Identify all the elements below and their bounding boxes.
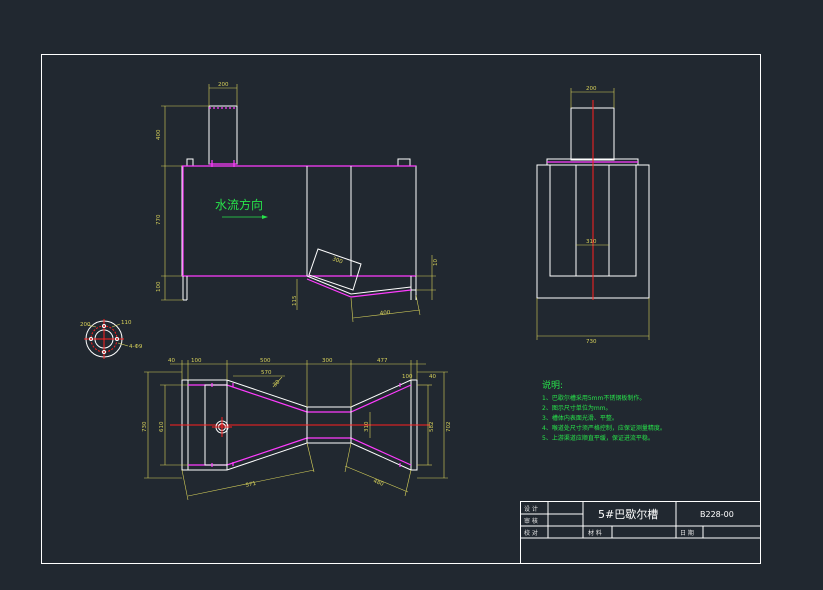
dim-front-right-small: 10 <box>433 259 439 266</box>
drawing-code: B228-00 <box>700 510 734 519</box>
dim-plan-left-a: 40 <box>168 358 175 364</box>
notes-title: 说明: <box>542 379 563 391</box>
dim-flange-d2: 110 <box>121 320 132 326</box>
dim-front-top-height: 400 <box>156 129 162 140</box>
dim-plan-bottom-left: 571 <box>245 481 257 489</box>
flange-detail-view: 200 110 4-Φ9 <box>80 319 143 359</box>
front-main-body <box>181 165 417 277</box>
dim-plan-seg3: 477 <box>377 358 388 364</box>
dim-plan-seg2: 300 <box>322 358 333 364</box>
dim-front-body-height: 770 <box>156 214 162 225</box>
dim-plan-left-inner: 610 <box>159 421 165 432</box>
date-label: 日 期 <box>680 529 694 537</box>
sheet-border <box>41 54 761 564</box>
dim-plan-right-b: 40 <box>429 374 436 380</box>
flow-arrow-icon <box>262 215 268 219</box>
notes-block: 说明: 1、巴歇尔槽采用5mm不锈钢板制作。 2、图示尺寸单位为mm。 3、槽体… <box>542 379 666 442</box>
dim-plan-right-inner: 582 <box>429 422 435 433</box>
dim-plan-left-b: 100 <box>191 358 202 364</box>
dim-plan-left-total: 730 <box>142 421 148 432</box>
note-item: 3、槽体内表面光滑、平整。 <box>542 414 618 422</box>
dim-plan-right-total: 702 <box>446 422 452 433</box>
dim-side-width: 730 <box>586 339 597 345</box>
dim-plan-seg1: 500 <box>260 358 271 364</box>
title-block-label: 设 计 <box>524 505 538 513</box>
title-block-label: 审 核 <box>524 517 538 525</box>
dim-front-bottom-len: 400 <box>380 310 392 317</box>
plan-view: 40 100 500 300 477 100 40 570 30 730 610… <box>142 358 452 501</box>
note-item: 2、图示尺寸单位为mm。 <box>542 404 612 412</box>
title-block: 设 计 审 核 校 对 5#巴歇尔槽 B228-00 材 料 日 期 <box>520 501 761 564</box>
dim-front-slot: 300 <box>331 256 343 265</box>
dim-plan-bottom-right: 480 <box>372 478 384 488</box>
dim-front-top-width: 200 <box>218 82 229 88</box>
drawing-title: 5#巴歇尔槽 <box>598 508 658 521</box>
title-block-label: 校 对 <box>524 529 538 537</box>
dim-plan-right-a: 100 <box>402 374 413 380</box>
dim-plan-slope: 570 <box>261 370 272 376</box>
note-item: 1、巴歇尔槽采用5mm不锈钢板制作。 <box>542 394 645 402</box>
dim-plan-throat: 310 <box>364 421 370 432</box>
dim-side-top-width: 200 <box>586 86 597 92</box>
dim-flange-holes: 4-Φ9 <box>129 344 143 350</box>
note-item: 4、喉道处尺寸须严格控制，应保证测量精度。 <box>542 424 666 432</box>
dim-front-bottom-small: 115 <box>292 295 298 306</box>
front-elevation-view: 200 400 770 100 300 10 115 400 水流方向 <box>156 82 439 323</box>
material-label: 材 料 <box>588 529 602 537</box>
side-elevation-view: 200 310 730 <box>536 86 650 345</box>
front-top-box <box>208 105 238 165</box>
dim-front-leg-height: 100 <box>156 281 162 292</box>
dim-flange-d1: 200 <box>80 322 91 328</box>
note-item: 5、上游渠道应顺直平缓，保证进流平稳。 <box>542 434 654 442</box>
flow-direction-label: 水流方向 <box>215 197 263 212</box>
dim-side-inner: 310 <box>586 239 597 245</box>
dim-plan-angle: 30 <box>272 379 282 389</box>
